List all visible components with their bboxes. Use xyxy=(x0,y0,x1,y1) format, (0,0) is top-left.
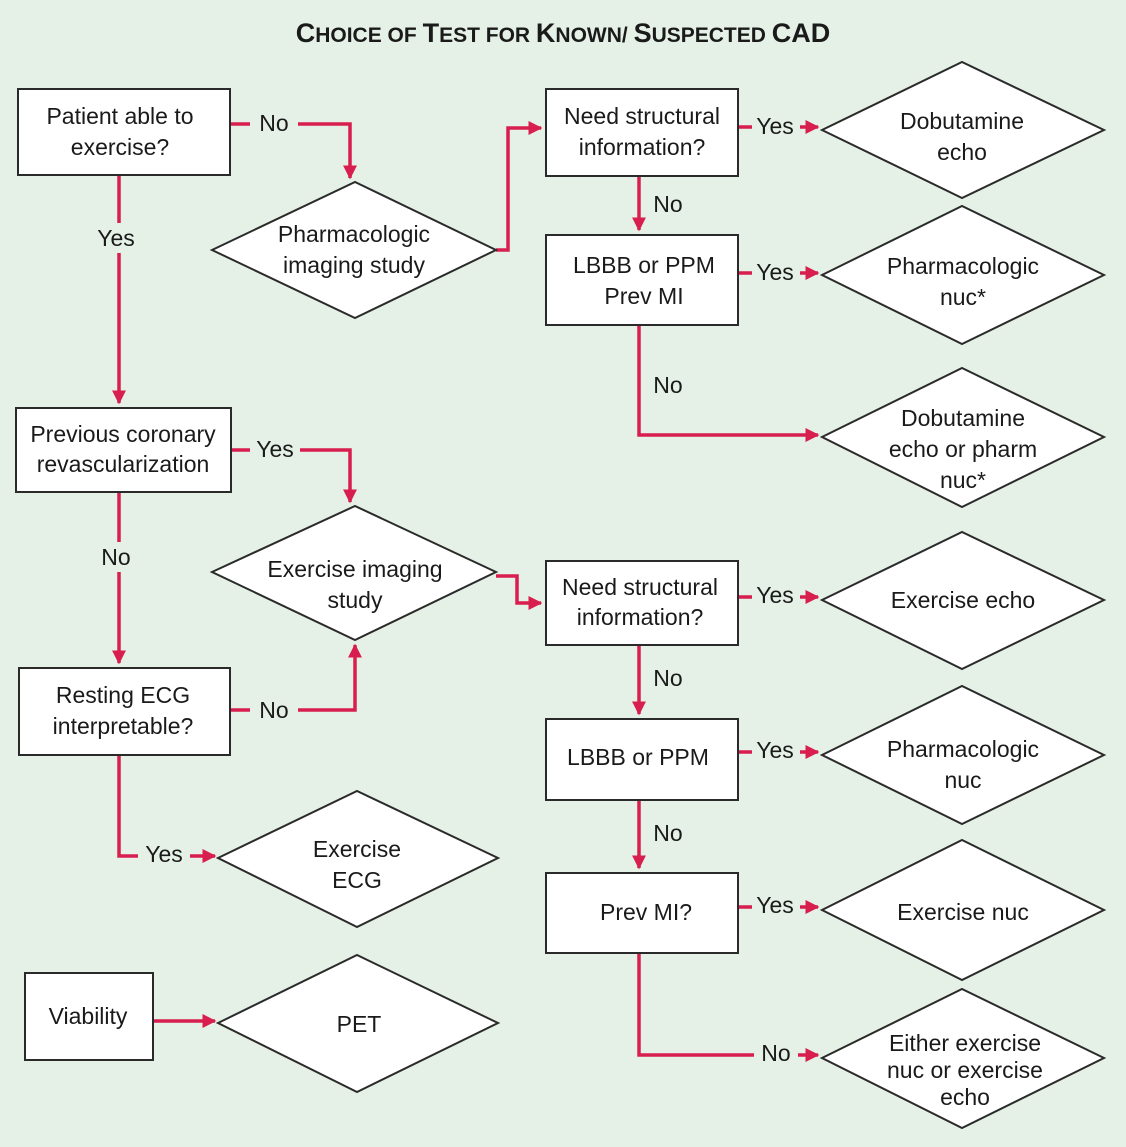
node-lbbb-ppm: LBBB or PPM xyxy=(545,718,739,801)
edge-labels: No Yes Yes No Yes No Yes No Yes No No Ye… xyxy=(92,108,800,1070)
edge-label-patient-yes: Yes xyxy=(97,225,135,251)
edge-pharm-to-struct xyxy=(496,121,543,252)
node-prev-mi: Prev MI? xyxy=(545,872,739,954)
node-viability: Viability xyxy=(24,972,154,1061)
node-exercise-nuc: Exercise nuc xyxy=(819,838,1107,982)
edge-label-patient-no: No xyxy=(259,110,288,136)
svg-text:Exercise echo: Exercise echo xyxy=(891,587,1035,613)
edge-label-revasc-no: No xyxy=(101,544,130,570)
svg-text:PET: PET xyxy=(337,1011,382,1037)
svg-text:LBBB or PPM: LBBB or PPM xyxy=(567,744,709,770)
edge-label-struct-top-yes: Yes xyxy=(756,113,794,139)
edge-label-lbbb-yes: Yes xyxy=(756,737,794,763)
edge-label-lbbb-mi-no: No xyxy=(653,372,682,398)
edge-label-prev-mi-yes: Yes xyxy=(756,892,794,918)
edge-lbbb-mi-no xyxy=(637,325,820,442)
edge-label-lbbb-no: No xyxy=(653,820,682,846)
edge-label-prev-mi-no: No xyxy=(761,1040,790,1066)
svg-text:Exercise nuc: Exercise nuc xyxy=(897,899,1029,925)
edge-label-resting-yes: Yes xyxy=(145,841,183,867)
edge-label-lbbb-mi-yes: Yes xyxy=(756,259,794,285)
edge-label-revasc-yes: Yes xyxy=(256,436,294,462)
edge-label-struct-bottom-yes: Yes xyxy=(756,582,794,608)
edge-label-resting-no: No xyxy=(259,697,288,723)
edge-label-struct-bottom-no: No xyxy=(653,665,682,691)
diagram-title: CHOICE OF TEST FOR KNOWN/ SUSPECTED CAD xyxy=(296,18,831,48)
edge-label-struct-top-no: No xyxy=(653,191,682,217)
svg-text:Viability: Viability xyxy=(49,1003,128,1029)
node-exercise-echo: Exercise echo xyxy=(819,530,1107,671)
edge-exercise-to-struct xyxy=(496,574,543,610)
node-pet: PET xyxy=(215,953,501,1094)
svg-text:Prev MI?: Prev MI? xyxy=(600,899,692,925)
